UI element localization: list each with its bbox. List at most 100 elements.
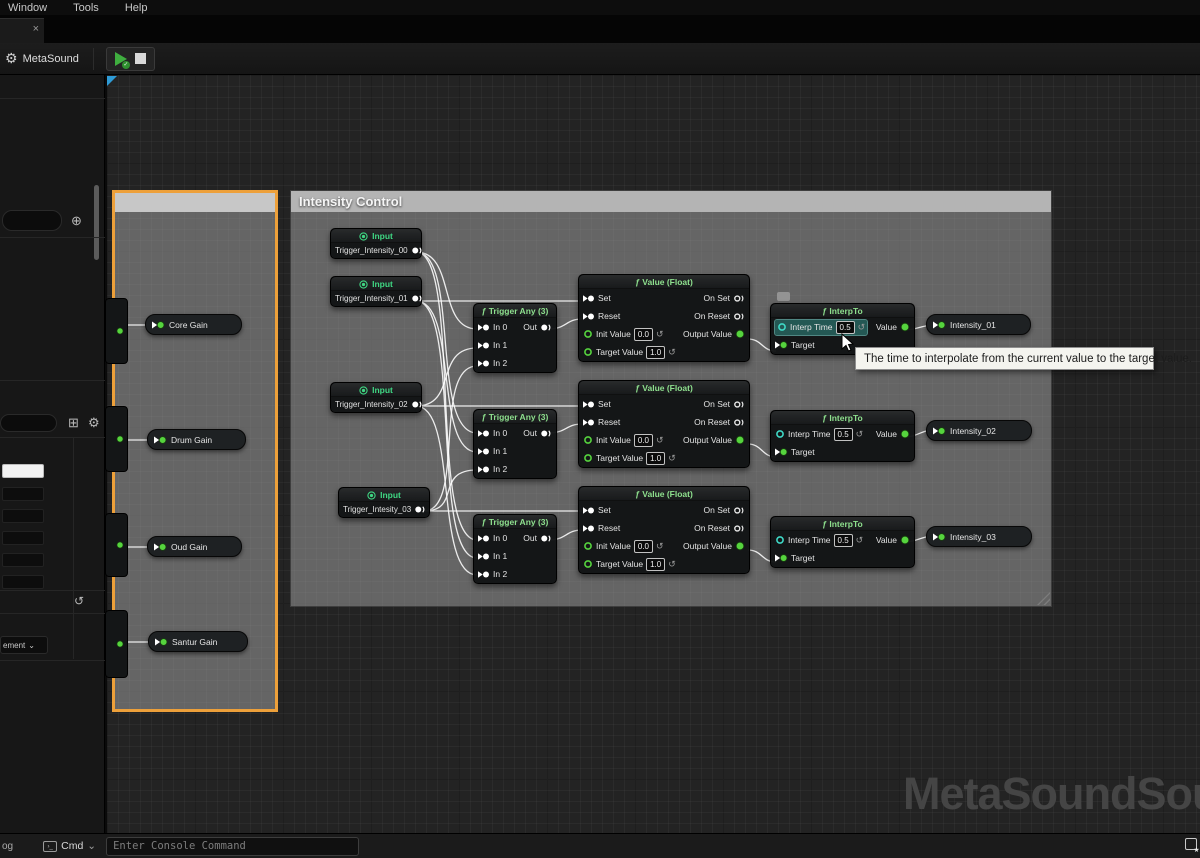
sidebar-scrollbar[interactable]: [94, 185, 99, 260]
trigger-out-pin[interactable]: [733, 312, 745, 321]
flow-pin-icon[interactable]: [155, 637, 168, 647]
stop-button[interactable]: [134, 53, 146, 64]
interp-time-field[interactable]: 0.5: [835, 320, 855, 334]
sidebar-dropdown[interactable]: ement ⌄: [0, 636, 48, 654]
target-value-field[interactable]: 1.0: [646, 451, 666, 465]
add-icon[interactable]: ⊕: [71, 213, 82, 228]
float-out-pin[interactable]: [735, 329, 745, 339]
target-value-field[interactable]: 1.0: [646, 345, 666, 359]
reset-to-default-icon[interactable]: ↺: [855, 428, 864, 439]
clipped-node-stub[interactable]: [105, 406, 128, 472]
trigger-out-pin[interactable]: [733, 294, 745, 303]
trigger-out-pin[interactable]: [540, 323, 552, 332]
init-value-field[interactable]: 0.0: [633, 433, 653, 447]
output-node-oud-gain[interactable]: Oud Gain: [147, 536, 242, 557]
float-in-pin[interactable]: [775, 553, 788, 563]
float-in-pin[interactable]: [583, 541, 593, 551]
trigger-in-pin[interactable]: [478, 341, 490, 350]
detail-value-field[interactable]: [2, 509, 44, 523]
time-in-pin[interactable]: [775, 535, 785, 545]
reset-to-default-icon[interactable]: ↺: [855, 534, 864, 545]
trigger-in-pin[interactable]: [478, 534, 490, 543]
float-in-pin[interactable]: [775, 340, 788, 350]
comment-box-selected[interactable]: [112, 190, 278, 712]
sidebar-search-input[interactable]: [2, 210, 62, 231]
flow-pin-icon[interactable]: [154, 435, 167, 445]
trigger-in-pin[interactable]: [583, 418, 595, 427]
clipped-node-stub[interactable]: [105, 298, 128, 364]
trigger-in-pin[interactable]: [478, 323, 490, 332]
menu-tools[interactable]: Tools: [73, 1, 99, 14]
flow-pin-icon[interactable]: [933, 320, 946, 330]
settings-gear-icon[interactable]: ⚙: [88, 415, 100, 430]
output-node-drum-gain[interactable]: Drum Gain: [147, 429, 246, 450]
console-type-dropdown[interactable]: ›_ Cmd ⌄: [43, 840, 96, 852]
trigger-out-pin[interactable]: [414, 505, 426, 514]
trigger-in-pin[interactable]: [583, 312, 595, 321]
float-in-pin[interactable]: [583, 559, 593, 569]
asset-tab[interactable]: ×: [0, 18, 44, 43]
reset-to-default-icon[interactable]: ↺: [655, 328, 664, 339]
trigger-in-pin[interactable]: [478, 552, 490, 561]
flow-pin-icon[interactable]: [154, 542, 167, 552]
trigger-in-pin[interactable]: [478, 447, 490, 456]
trigger-in-pin[interactable]: [478, 465, 490, 474]
float-in-pin[interactable]: [583, 347, 593, 357]
trigger-in-pin[interactable]: [478, 429, 490, 438]
input-node-trigger-intensity-02[interactable]: Input Trigger_Intensity_02: [330, 382, 422, 413]
init-value-field[interactable]: 0.0: [633, 539, 653, 553]
node-comment-bubble-icon[interactable]: [777, 292, 790, 301]
trigger-out-pin[interactable]: [733, 524, 745, 533]
reset-to-default-icon[interactable]: ↺: [668, 558, 676, 569]
detail-value-field[interactable]: [2, 487, 44, 501]
unsaved-status[interactable]: 2 U: [1184, 838, 1200, 854]
trigger-in-pin[interactable]: [478, 359, 490, 368]
details-filter-input[interactable]: [0, 414, 57, 432]
time-in-pin[interactable]: [775, 429, 785, 439]
input-node-trigger-intensity-00[interactable]: Input Trigger_Intensity_00: [330, 228, 422, 259]
float-in-pin[interactable]: [583, 453, 593, 463]
play-button[interactable]: ✓: [114, 51, 130, 69]
flow-pin-icon[interactable]: [933, 532, 946, 542]
tab-close-icon[interactable]: ×: [32, 23, 39, 35]
trigger-out-pin[interactable]: [733, 506, 745, 515]
trigger-out-pin[interactable]: [733, 400, 745, 409]
reset-to-default-icon[interactable]: ↺: [668, 452, 676, 463]
trigger-out-pin[interactable]: [411, 400, 423, 409]
interp-time-field[interactable]: 0.5: [833, 533, 853, 547]
float-out-pin[interactable]: [900, 429, 910, 439]
float-in-pin[interactable]: [775, 447, 788, 457]
reset-to-default-icon[interactable]: ↺: [655, 540, 664, 551]
input-node-trigger-intensity-01[interactable]: Input Trigger_Intensity_01: [330, 276, 422, 307]
reset-to-default-icon[interactable]: ↺: [655, 434, 664, 445]
output-node-intensity-03[interactable]: Intensity_03: [926, 526, 1032, 547]
float-out-pin[interactable]: [735, 541, 745, 551]
float-out-pin[interactable]: [900, 322, 910, 332]
comment-resize-handle[interactable]: [1037, 592, 1050, 605]
output-node-santur-gain[interactable]: Santur Gain: [148, 631, 248, 652]
trigger-in-pin[interactable]: [583, 294, 595, 303]
trigger-out-pin[interactable]: [540, 534, 552, 543]
trigger-in-pin[interactable]: [583, 506, 595, 515]
output-node-intensity-01[interactable]: Intensity_01: [926, 314, 1031, 335]
float-in-pin[interactable]: [583, 329, 593, 339]
console-command-input[interactable]: [106, 836, 360, 856]
input-node-trigger-intesity-03[interactable]: Input Trigger_Intesity_03: [338, 487, 430, 518]
comment-header[interactable]: [115, 193, 275, 212]
detail-value-field-selected[interactable]: [2, 464, 44, 478]
trigger-out-pin[interactable]: [411, 294, 423, 303]
target-value-field[interactable]: 1.0: [646, 557, 666, 571]
trigger-out-pin[interactable]: [733, 418, 745, 427]
menu-window[interactable]: Window: [8, 1, 48, 14]
detail-value-field[interactable]: [2, 575, 44, 589]
trigger-out-pin[interactable]: [540, 429, 552, 438]
trigger-in-pin[interactable]: [583, 524, 595, 533]
